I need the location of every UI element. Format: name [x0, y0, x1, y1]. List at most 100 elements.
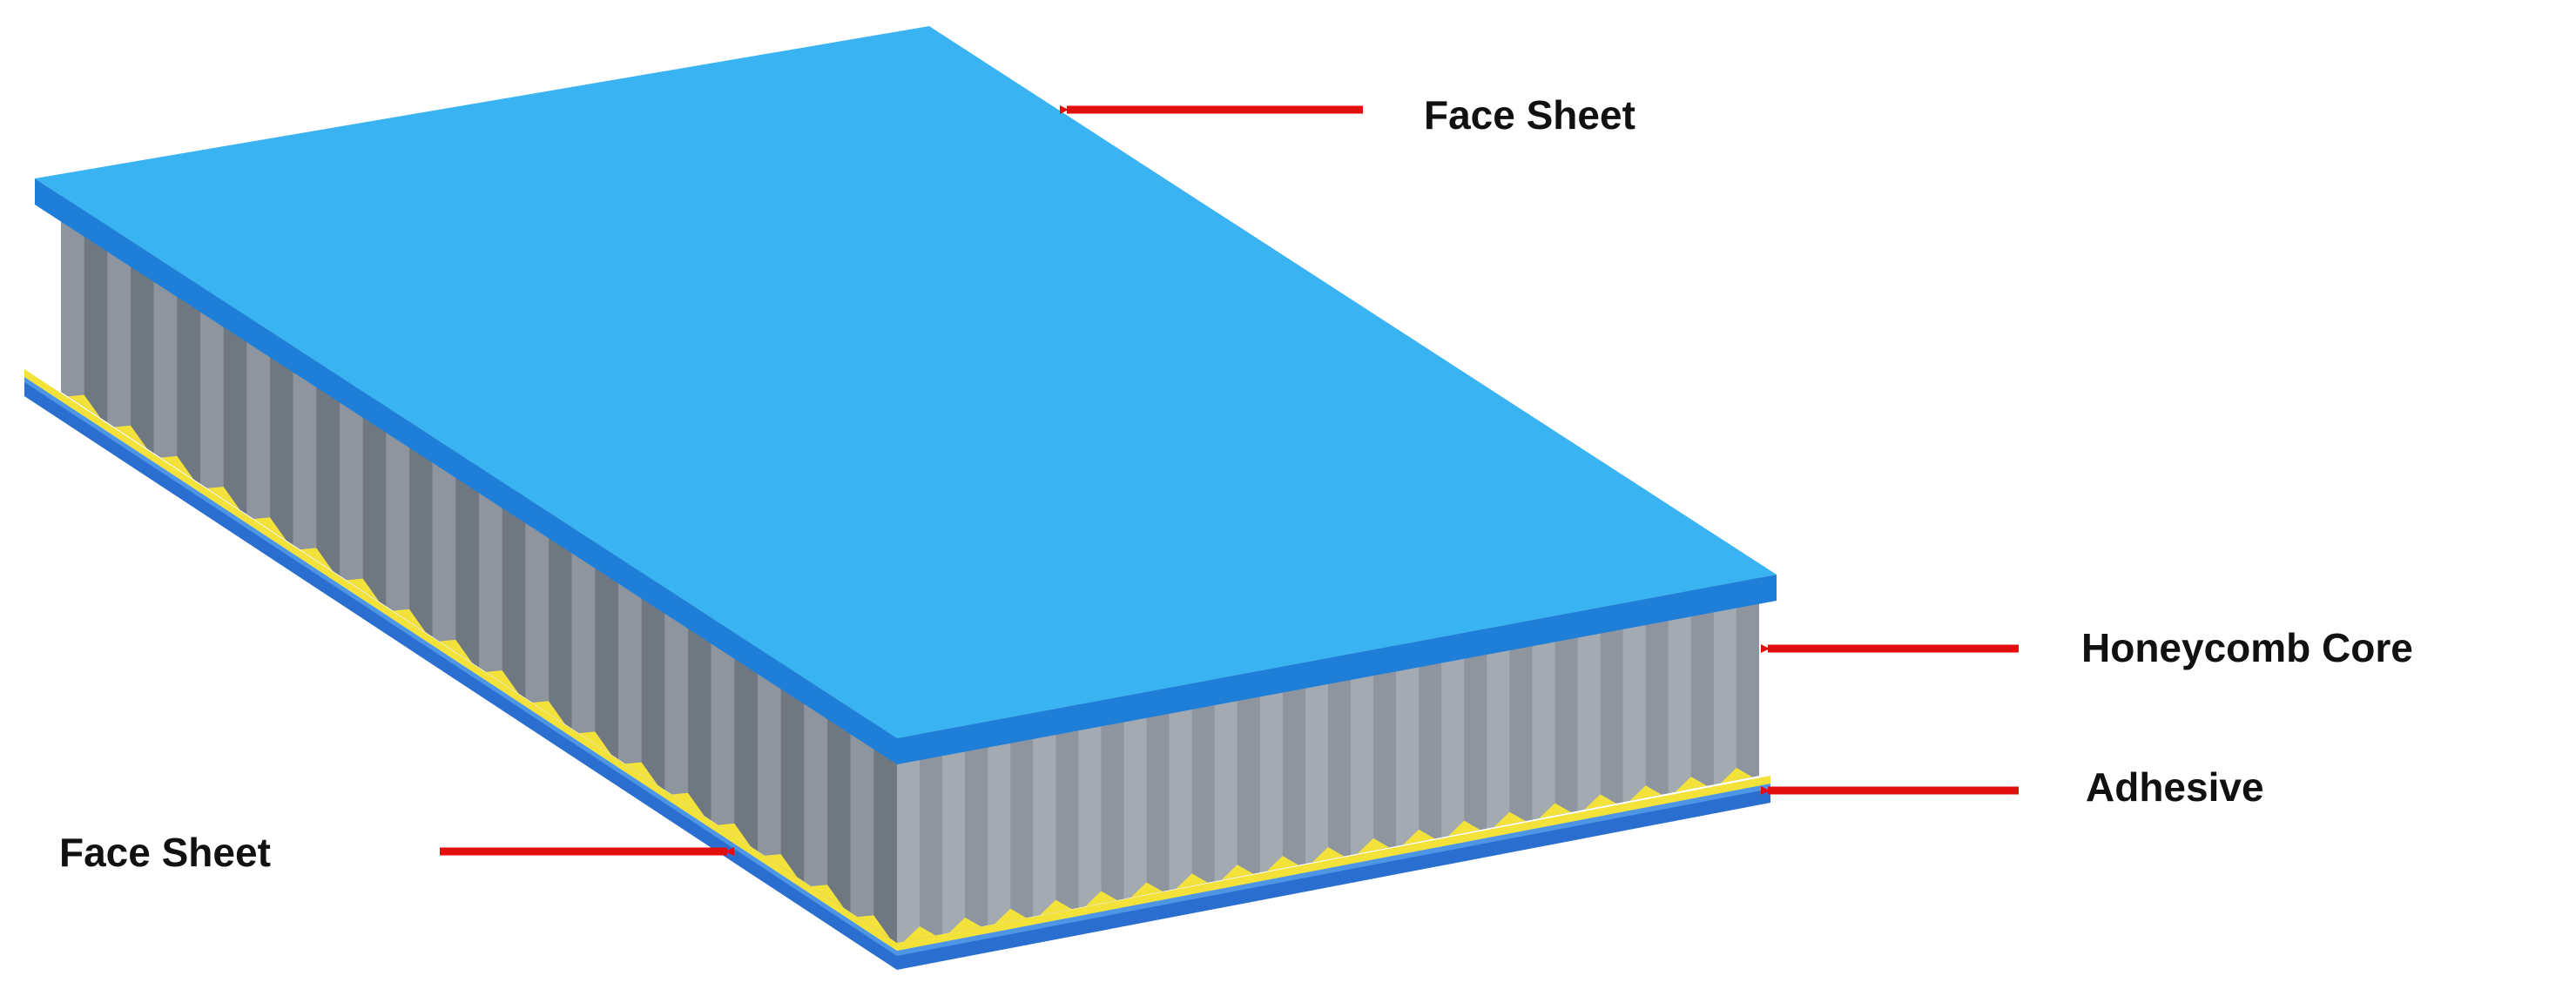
honeycomb-cell-front: [1237, 663, 1260, 878]
honeycomb-cell-front: [942, 718, 966, 934]
adhesive-fillet: [486, 670, 519, 694]
adhesive-fillet: [1130, 882, 1163, 898]
honeycomb-cell-front: [1736, 570, 1759, 781]
adhesive-fillet: [439, 639, 472, 663]
honeycomb-cell-left: [571, 521, 596, 744]
label-bottom-face-sheet: Face Sheet: [59, 830, 271, 875]
adhesive-fillet: [625, 762, 658, 785]
adhesive-fillet: [1357, 838, 1390, 854]
honeycomb-cell-front: [1101, 689, 1124, 904]
honeycomb-cell-front: [1645, 587, 1669, 798]
honeycomb-cell-left: [362, 386, 387, 607]
adhesive-fillet: [811, 885, 844, 908]
honeycomb-cell-front: [1214, 667, 1237, 882]
honeycomb-cell-left: [455, 446, 479, 668]
honeycomb-cell-left: [246, 311, 270, 530]
adhesive-fillet: [765, 854, 798, 878]
honeycomb-cell-front: [1668, 582, 1691, 794]
honeycomb-cell-front: [1509, 612, 1533, 824]
adhesive-fillet: [718, 823, 751, 847]
honeycomb-cell-front: [1396, 634, 1419, 846]
honeycomb-cell-front: [1191, 671, 1215, 886]
adhesive-fillet: [532, 701, 565, 724]
honeycomb-cell-left: [873, 716, 897, 943]
honeycomb-cell-front: [1055, 697, 1079, 912]
honeycomb-cell-front: [1010, 705, 1034, 921]
adhesive-fillet: [1584, 794, 1616, 810]
adhesive-fillet: [578, 731, 611, 755]
honeycomb-cell-front: [920, 723, 943, 939]
top-face-sheet: [35, 26, 1777, 764]
honeycomb-cell-left: [479, 461, 502, 683]
adhesive-fillet: [300, 548, 333, 571]
honeycomb-cell-front: [1464, 621, 1487, 833]
honeycomb-cell-front: [1351, 642, 1374, 855]
adhesive-fillet: [1539, 803, 1571, 819]
honeycomb-cell-left: [804, 671, 827, 898]
honeycomb-cell-front: [1305, 650, 1328, 865]
honeycomb-cell-front: [1033, 701, 1056, 917]
honeycomb-cell-left: [502, 476, 526, 698]
adhesive-fillet: [671, 792, 705, 817]
honeycomb-cell-front: [1328, 646, 1352, 859]
honeycomb-cell-front: [1600, 595, 1623, 807]
honeycomb-cell-left: [200, 281, 224, 500]
honeycomb-cell-front: [1713, 574, 1736, 785]
honeycomb-cell-left: [61, 192, 84, 407]
honeycomb-cell-front: [1123, 684, 1147, 899]
adhesive-fillet: [253, 517, 287, 541]
honeycomb-cell-left: [549, 506, 572, 729]
honeycomb-cell-left: [316, 356, 340, 575]
honeycomb-cell-left: [223, 296, 247, 515]
adhesive-fillet: [1494, 811, 1526, 828]
honeycomb-cell-left: [525, 491, 549, 714]
honeycomb-cell-left: [664, 581, 688, 805]
honeycomb-core: [61, 192, 1759, 943]
honeycomb-cell-front: [1169, 676, 1192, 891]
adhesive-fillet: [1402, 829, 1435, 845]
honeycomb-cell-left: [386, 401, 409, 622]
honeycomb-cell-left: [84, 206, 108, 423]
honeycomb-cell-left: [711, 611, 735, 836]
adhesive-fillet: [1040, 899, 1072, 916]
adhesive-fillet: [1629, 785, 1662, 801]
adhesive-fillet: [68, 394, 101, 418]
honeycomb-cell-front: [1532, 608, 1555, 820]
adhesive-fillet: [393, 609, 426, 633]
honeycomb-cell-left: [641, 566, 665, 791]
adhesive-fillet: [1266, 856, 1299, 871]
honeycomb-cell-left: [107, 221, 131, 438]
honeycomb-cell-front: [1282, 655, 1305, 869]
honeycomb-cell-front: [1487, 616, 1510, 829]
honeycomb-cell-left: [595, 536, 618, 759]
honeycomb-cell-left: [432, 431, 456, 652]
honeycomb-cell-front: [1419, 629, 1442, 842]
adhesive-fillet: [995, 908, 1027, 925]
adhesive-fillet: [160, 455, 193, 480]
honeycomb-cell-left: [340, 371, 363, 591]
adhesive-fillet: [114, 425, 147, 449]
honeycomb-cell-left: [270, 326, 293, 545]
honeycomb-cell-left: [688, 596, 711, 821]
honeycomb-cell-front: [1373, 637, 1397, 851]
honeycomb-cell-front: [1259, 659, 1283, 873]
honeycomb-cell-front: [1146, 680, 1170, 895]
adhesive-fillet: [857, 915, 890, 939]
adhesive-fillet: [948, 917, 981, 933]
honeycomb-cell-left: [850, 701, 874, 928]
adhesive-fillet: [347, 578, 380, 602]
honeycomb-cell-left: [409, 416, 433, 637]
honeycomb-cell-front: [1577, 600, 1601, 811]
honeycomb-cell-front: [988, 710, 1011, 925]
honeycomb-cell-left: [153, 251, 178, 468]
honeycomb-cell-front: [1690, 578, 1714, 790]
honeycomb-cell-front: [1441, 625, 1465, 838]
honeycomb-cell-left: [293, 341, 317, 561]
adhesive-fillet: [1448, 820, 1480, 837]
adhesive-fillet: [1675, 777, 1708, 792]
label-top-face-sheet: Face Sheet: [1424, 92, 1635, 138]
adhesive-fillet: [207, 487, 240, 510]
label-adhesive: Adhesive: [2086, 764, 2264, 810]
honeycomb-cell-left: [618, 551, 642, 775]
